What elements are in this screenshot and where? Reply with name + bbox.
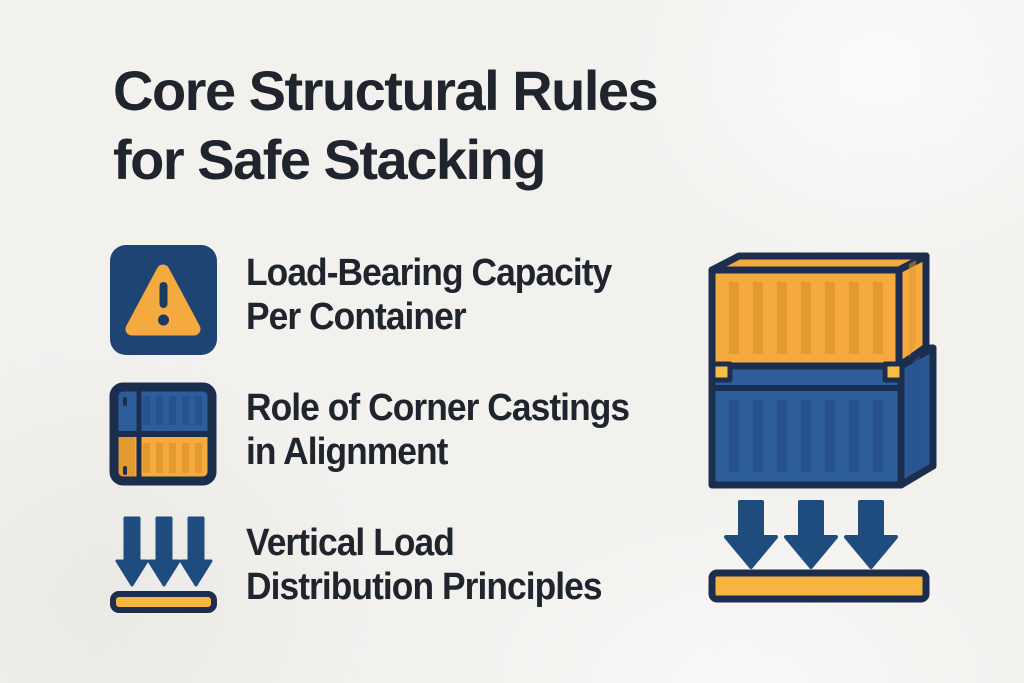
icon-door-lock-top <box>123 397 127 406</box>
orange-container <box>708 252 930 370</box>
page-title-line-1: Core Structural Rules <box>113 59 659 122</box>
orange-front-corrugation <box>729 282 883 354</box>
corner-casting-right <box>882 361 905 383</box>
blue-side-corrugation <box>913 352 920 468</box>
load-arrows <box>724 500 898 569</box>
icon-bottom-door-panel <box>114 434 135 481</box>
warning-triangle-icon <box>110 245 217 355</box>
icon-load-arrows <box>115 516 213 587</box>
icon-outer-border <box>109 382 217 486</box>
label-line: Distribution Principles <box>246 566 603 608</box>
label-line: Vertical Load <box>246 522 455 564</box>
label-line: Role of Corner Castings <box>246 387 630 429</box>
icon-ground-bar <box>110 591 217 613</box>
exclamation-bar <box>159 282 168 308</box>
list-item-corner-castings-label: Role of Corner Castings in Alignment <box>246 386 630 474</box>
blue-front-corrugation <box>729 400 883 472</box>
icon-door-lock-bottom <box>123 466 127 475</box>
list-item-load-bearing-label: Load-Bearing Capacity Per Container <box>246 251 612 339</box>
icon-container-corrugation <box>143 396 202 473</box>
corner-casting-left <box>710 361 733 383</box>
label-line: Per Container <box>246 296 467 338</box>
orange-side-corrugation <box>909 260 916 358</box>
stacked-containers-icon <box>109 382 217 486</box>
exclamation-dot <box>158 314 169 326</box>
downward-arrows-icon <box>110 516 217 613</box>
page-title: Core Structural Rules for Safe Stacking <box>113 56 659 194</box>
page-title-line-2: for Safe Stacking <box>113 128 546 191</box>
stacked-containers-illustration <box>708 252 937 603</box>
orange-container-top-face <box>708 252 930 274</box>
list-item-vertical-load-label: Vertical Load Distribution Principles <box>246 521 603 609</box>
label-line: in Alignment <box>246 431 448 473</box>
ground-bar <box>708 569 930 603</box>
label-line: Load-Bearing Capacity <box>246 252 612 294</box>
